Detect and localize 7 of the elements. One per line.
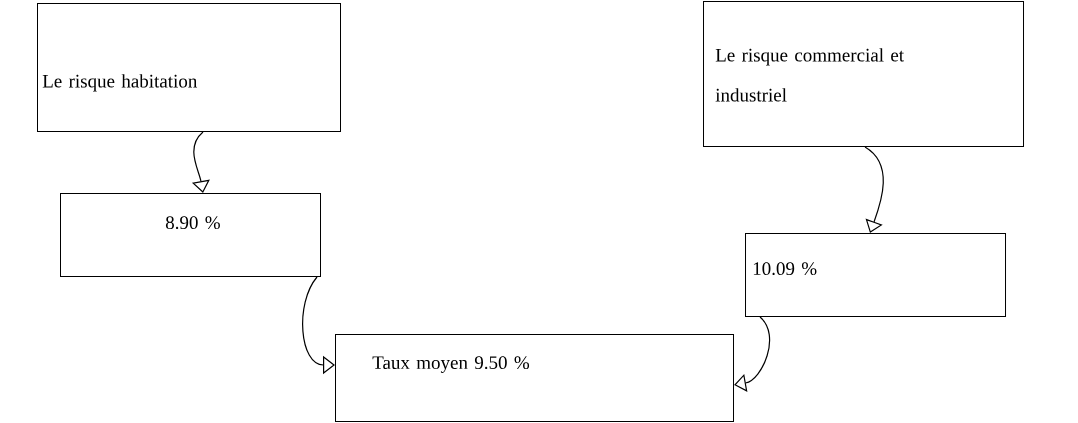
- text-box: 8.90 %: [60, 193, 321, 277]
- text-box: Le risque commercial et industriel: [703, 1, 1024, 147]
- text-box: Le risque habitation: [37, 3, 341, 132]
- curved-arrow: [734, 316, 771, 392]
- curved-arrow: [864, 146, 884, 233]
- text-box: Taux moyen 9.50 %: [335, 334, 734, 422]
- text-box: 10.09 %: [745, 233, 1006, 317]
